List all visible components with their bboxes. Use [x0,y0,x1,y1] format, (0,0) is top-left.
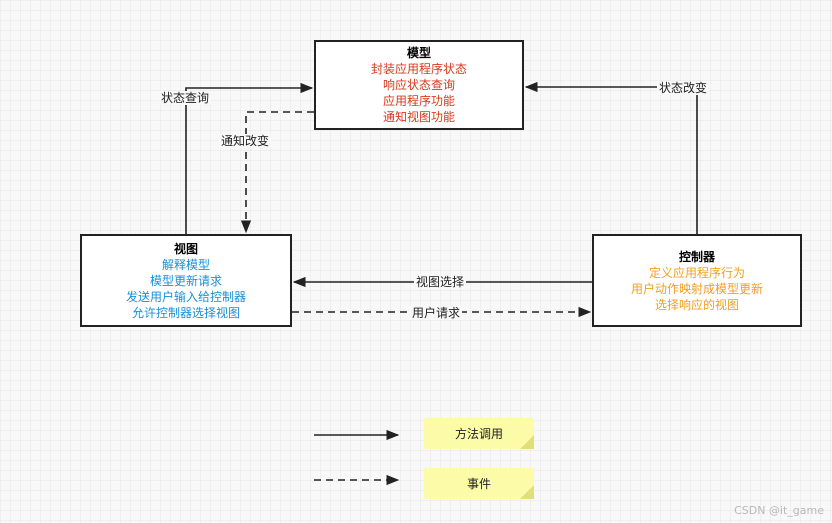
controller-line: 定义应用程序行为 [648,265,745,280]
notify-change-label: 通知改变 [219,134,272,148]
legend-event-note: 事件 [424,468,534,499]
view-box: 视图 解释模型 模型更新请求 发送用户输入给控制器 允许控制器选择视图 [80,234,292,327]
model-title: 模型 [406,46,431,60]
user-request-label: 用户请求 [410,306,463,320]
status-query-arrow [185,82,314,234]
note-fold-icon [520,435,534,449]
model-line: 通知视图功能 [382,110,455,124]
view-title: 视图 [173,241,198,256]
model-line: 封装应用程序状态 [370,62,467,76]
view-select-label: 视图选择 [414,275,467,289]
view-line: 解释模型 [161,257,210,272]
view-line: 允许控制器选择视图 [131,305,240,320]
note-fold-icon [520,485,534,499]
status-query-label: 状态查询 [159,91,212,105]
watermark: CSDN @it_game [734,504,824,517]
controller-box: 控制器 定义应用程序行为 用户动作映射成模型更新 选择响应的视图 [592,234,802,327]
model-line: 响应状态查询 [382,78,455,92]
notify-change-arrow [240,111,314,234]
status-change-label: 状态改变 [657,81,710,95]
legend-method-call-note: 方法调用 [424,418,534,449]
status-change-arrow [524,81,698,234]
view-line: 模型更新请求 [149,273,222,288]
model-line: 应用程序功能 [382,94,455,108]
controller-line: 选择响应的视图 [654,297,739,312]
model-box: 模型 封装应用程序状态 响应状态查询 应用程序功能 通知视图功能 [314,40,524,130]
controller-title: 控制器 [678,249,715,264]
legend-method-call-label: 方法调用 [454,427,503,441]
controller-line: 用户动作映射成模型更新 [630,281,763,296]
view-line: 发送用户输入给控制器 [125,289,246,304]
legend-event-label: 事件 [466,477,491,491]
